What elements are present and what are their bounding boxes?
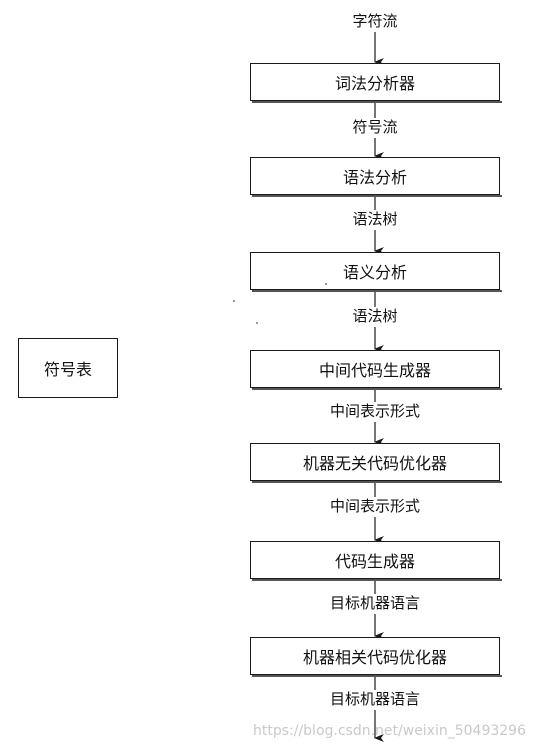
phase-box-label: 词法分析器 [334, 74, 415, 93]
phase-box-label: 代码生成器 [334, 552, 415, 571]
flow-label: 中间表示形式 [329, 497, 421, 515]
flow-label: 中间表示形式 [329, 402, 421, 420]
watermark: https://blog.csdn.net/weixin_50493296 [252, 723, 526, 739]
flow-label: 字符流 [352, 12, 398, 30]
phase-box-label: 机器无关代码优化器 [302, 454, 447, 473]
flow-label: 目标机器语言 [329, 690, 421, 708]
phase-box-label: 语法分析 [342, 168, 407, 187]
phase-box: 词法分析器 [250, 63, 502, 103]
flow-label: 符号流 [352, 118, 398, 136]
flow-label: 目标机器语言 [329, 594, 421, 612]
phase-box: 机器相关代码优化器 [250, 637, 502, 677]
phase-box-label: 机器相关代码优化器 [302, 648, 447, 667]
phase-box: 代码生成器 [250, 541, 502, 581]
scan-speck [325, 283, 327, 285]
phase-box-label: 中间代码生成器 [318, 361, 431, 380]
symbol-table-label: 符号表 [43, 360, 92, 379]
phase-box-label: 语义分析 [342, 263, 407, 282]
phase-box: 语义分析 [250, 252, 502, 292]
flow-label: 语法树 [352, 307, 398, 325]
symbol-table-box: 符号表 [18, 338, 118, 398]
flow-label: 语法树 [352, 210, 398, 228]
phase-box: 语法分析 [250, 157, 502, 197]
phase-box: 中间代码生成器 [250, 350, 502, 390]
scan-speck [233, 300, 235, 302]
scan-speck [256, 322, 258, 324]
phase-box: 机器无关代码优化器 [250, 443, 502, 483]
